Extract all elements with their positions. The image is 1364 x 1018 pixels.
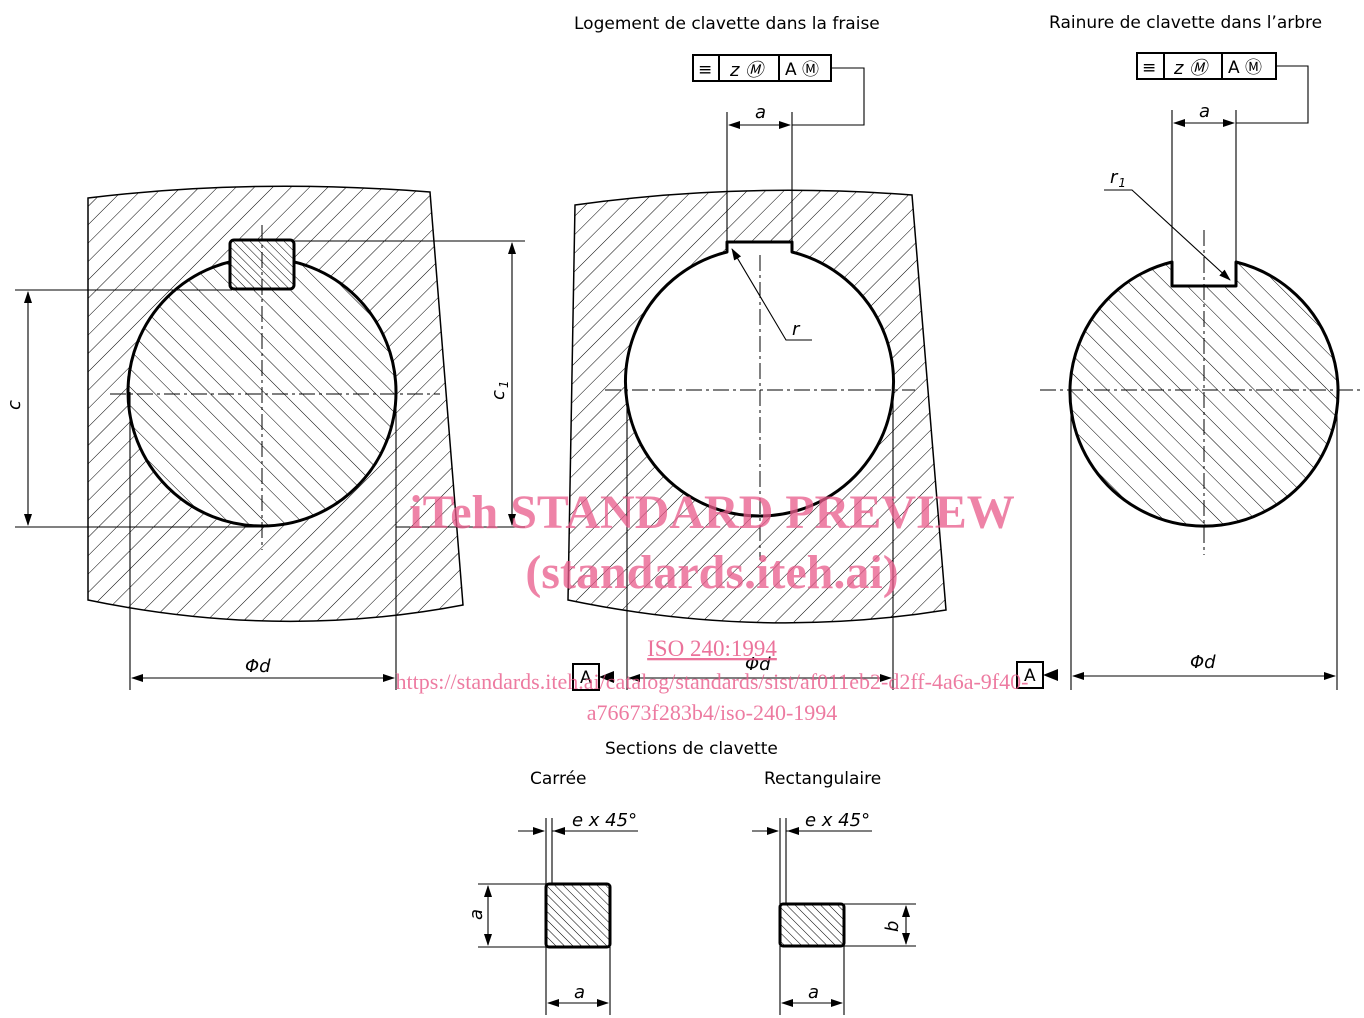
title-rectangular: Rectangulaire (764, 769, 881, 789)
tolerance-frame-1: ≡ z Ⓜ A Ⓜ (692, 54, 865, 126)
datum-label-2: A (1024, 666, 1036, 686)
rectangular-key (778, 902, 846, 948)
dim-r1-label: r1 (1110, 167, 1126, 190)
hub-keyway-view: Logement de clavette dans la fraise ≡ z … (567, 14, 947, 691)
watermark-doc-link[interactable]: ISO 240:1994 (647, 636, 777, 661)
dim-c1-label: c1 (488, 380, 511, 400)
dim-b-label: b (882, 921, 903, 932)
watermark-url-line2[interactable]: a76673f283b4/iso-240-1994 (587, 700, 838, 725)
key-sections: Sections de clavette Carrée Rectangulair… (466, 739, 916, 1015)
shaft-keyway-view: Rainure de clavette dans l’arbre ≡ z Ⓜ A… (1016, 13, 1360, 690)
title-hub-keyway: Logement de clavette dans la fraise (574, 14, 880, 34)
dim-a-hub: a (755, 102, 766, 123)
watermark: iTeh STANDARD PREVIEW (standards.iteh.ai… (396, 486, 1029, 725)
tolerance-value-1: z Ⓜ (729, 60, 766, 81)
symmetry-symbol-1: ≡ (698, 60, 712, 80)
dim-a-square-side: a (466, 909, 487, 920)
title-key-sections: Sections de clavette (605, 739, 778, 759)
dim-c-label: c (4, 400, 25, 410)
square-key (544, 882, 612, 949)
assembly-view: c c1 Φd (4, 185, 525, 690)
chamfer-square: e x 45° (572, 810, 637, 831)
dim-a-rect-bottom: a (808, 982, 819, 1003)
title-square: Carrée (530, 769, 587, 789)
dim-r-label: r (792, 319, 801, 340)
datum-ref-1: A Ⓜ (785, 60, 819, 80)
dim-a-square-bottom: a (574, 982, 585, 1003)
watermark-url-line1[interactable]: https://standards.iteh.ai/catalog/standa… (396, 669, 1029, 694)
watermark-title: iTeh STANDARD PREVIEW (409, 486, 1014, 539)
symmetry-symbol-2: ≡ (1142, 58, 1156, 78)
dim-phi-d-3: Φd (1190, 652, 1216, 673)
dim-phi-d-2: Φd (745, 654, 771, 675)
tolerance-frame-2: ≡ z Ⓜ A Ⓜ (1136, 52, 1309, 124)
dim-phi-d-1: Φd (245, 656, 271, 677)
title-shaft-keyway: Rainure de clavette dans l’arbre (1049, 13, 1322, 33)
watermark-subtitle: (standards.iteh.ai) (525, 546, 898, 599)
datum-ref-2: A Ⓜ (1228, 58, 1262, 78)
datum-label-1: A (580, 668, 592, 688)
tolerance-value-2: z Ⓜ (1173, 58, 1210, 79)
dim-a-shaft: a (1199, 101, 1210, 122)
chamfer-rectangular: e x 45° (805, 810, 870, 831)
